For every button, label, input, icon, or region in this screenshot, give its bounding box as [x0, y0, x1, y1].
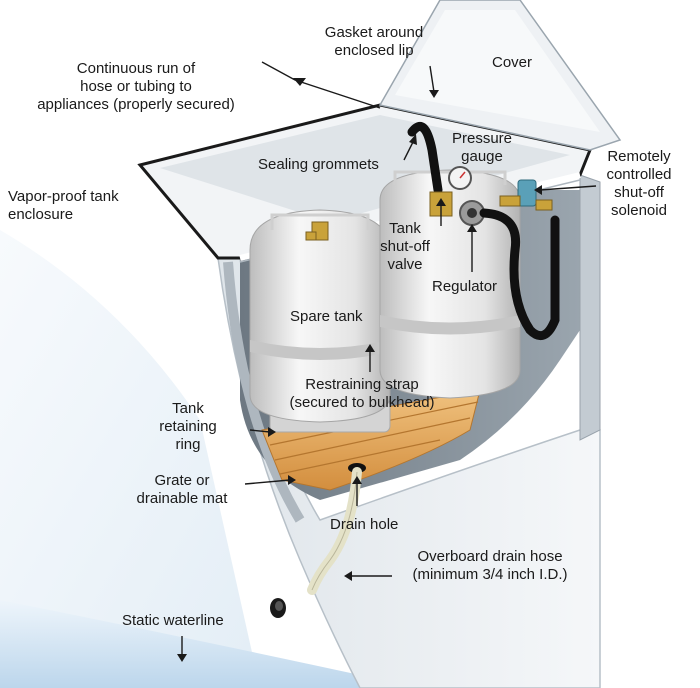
spare-tank [249, 209, 391, 433]
fittings [429, 166, 560, 341]
supply-hose [407, 122, 443, 195]
grate-line-2: drainable mat [136, 490, 228, 507]
regulator-label: Regulator [432, 278, 498, 295]
restraining-strap-line-2: (secured to bulkhead) [289, 394, 435, 411]
tank-valve-line-3: valve [387, 256, 423, 273]
retaining-ring-line-3: ring [175, 436, 201, 453]
continuous-run-line-3: appliances (properly secured) [37, 96, 235, 113]
continuous-run-arrow [261, 61, 381, 109]
ring-arrow [249, 429, 271, 433]
water-surface [0, 600, 420, 688]
retaining-ring-line-2: retaining [159, 418, 217, 435]
enclosure-line-2: enclosure [8, 206, 74, 223]
spare-tank-label: Spare tank [290, 308, 363, 325]
retaining-ring-line-1: Tank [172, 400, 204, 417]
grate-line-1: Grate or [154, 472, 210, 489]
grommet-arrow [403, 139, 415, 161]
main-tank [379, 169, 521, 399]
solenoid-line-1: Remotely [607, 148, 671, 165]
restraining-strap-label: Restraining strap (secured to bulkhead) [282, 376, 442, 412]
cover-lid [378, 0, 622, 151]
sealing-grommets-label: Sealing grommets [258, 156, 379, 173]
enclosure-line-1: Vapor-proof tank [8, 188, 119, 205]
leader-lines [177, 61, 597, 662]
solenoid-arrow [539, 185, 597, 191]
pressure-gauge-label: Pressure gauge [444, 130, 520, 166]
tank-valve-line-2: shut-off [380, 238, 430, 255]
tank-valve-label: Tank shut-off valve [372, 220, 438, 274]
overboard-hose-label: Overboard drain hose (minimum 3/4 inch I… [392, 548, 588, 584]
waterline-label: Static waterline [122, 612, 224, 629]
grate-arrow [244, 479, 291, 485]
gasket-label: Gasket around enclosed lip [312, 24, 436, 60]
regulator-hose [479, 208, 560, 341]
gasket-arrow [429, 65, 435, 93]
pressure-gauge-line-1: Pressure [451, 130, 513, 147]
solenoid-label: Remotely controlled shut-off solenoid [596, 148, 682, 220]
grate-label: Grate or drainable mat [120, 472, 244, 508]
continuous-run-line-1: Continuous run of [76, 60, 196, 77]
solenoid-body [517, 179, 537, 207]
restraining-strap-line-1: Restraining strap [305, 376, 419, 393]
pressure-gauge-line-2: gauge [461, 148, 503, 165]
continuous-run-line-2: hose or tubing to [80, 78, 192, 95]
cover-label: Cover [492, 54, 533, 71]
overboard-hose-line-1: Overboard drain hose [417, 548, 563, 565]
solenoid-line-4: solenoid [611, 202, 667, 219]
solenoid-line-2: controlled [606, 166, 672, 183]
solenoid-line-3: shut-off [614, 184, 664, 201]
overboard-hose-line-2: (minimum 3/4 inch I.D.) [412, 566, 568, 583]
retaining-ring-label: Tank retaining ring [148, 400, 228, 454]
background [0, 230, 420, 688]
continuous-run-label: Continuous run of hose or tubing to appl… [28, 60, 244, 114]
tank-valve-line-1: Tank [389, 220, 421, 237]
drain-hole-label: Drain hole [330, 516, 399, 533]
gasket-label-line-1: Gasket around [324, 24, 424, 41]
enclosure-label: Vapor-proof tank enclosure [8, 188, 119, 224]
gasket-label-line-2: enclosed lip [334, 42, 414, 59]
